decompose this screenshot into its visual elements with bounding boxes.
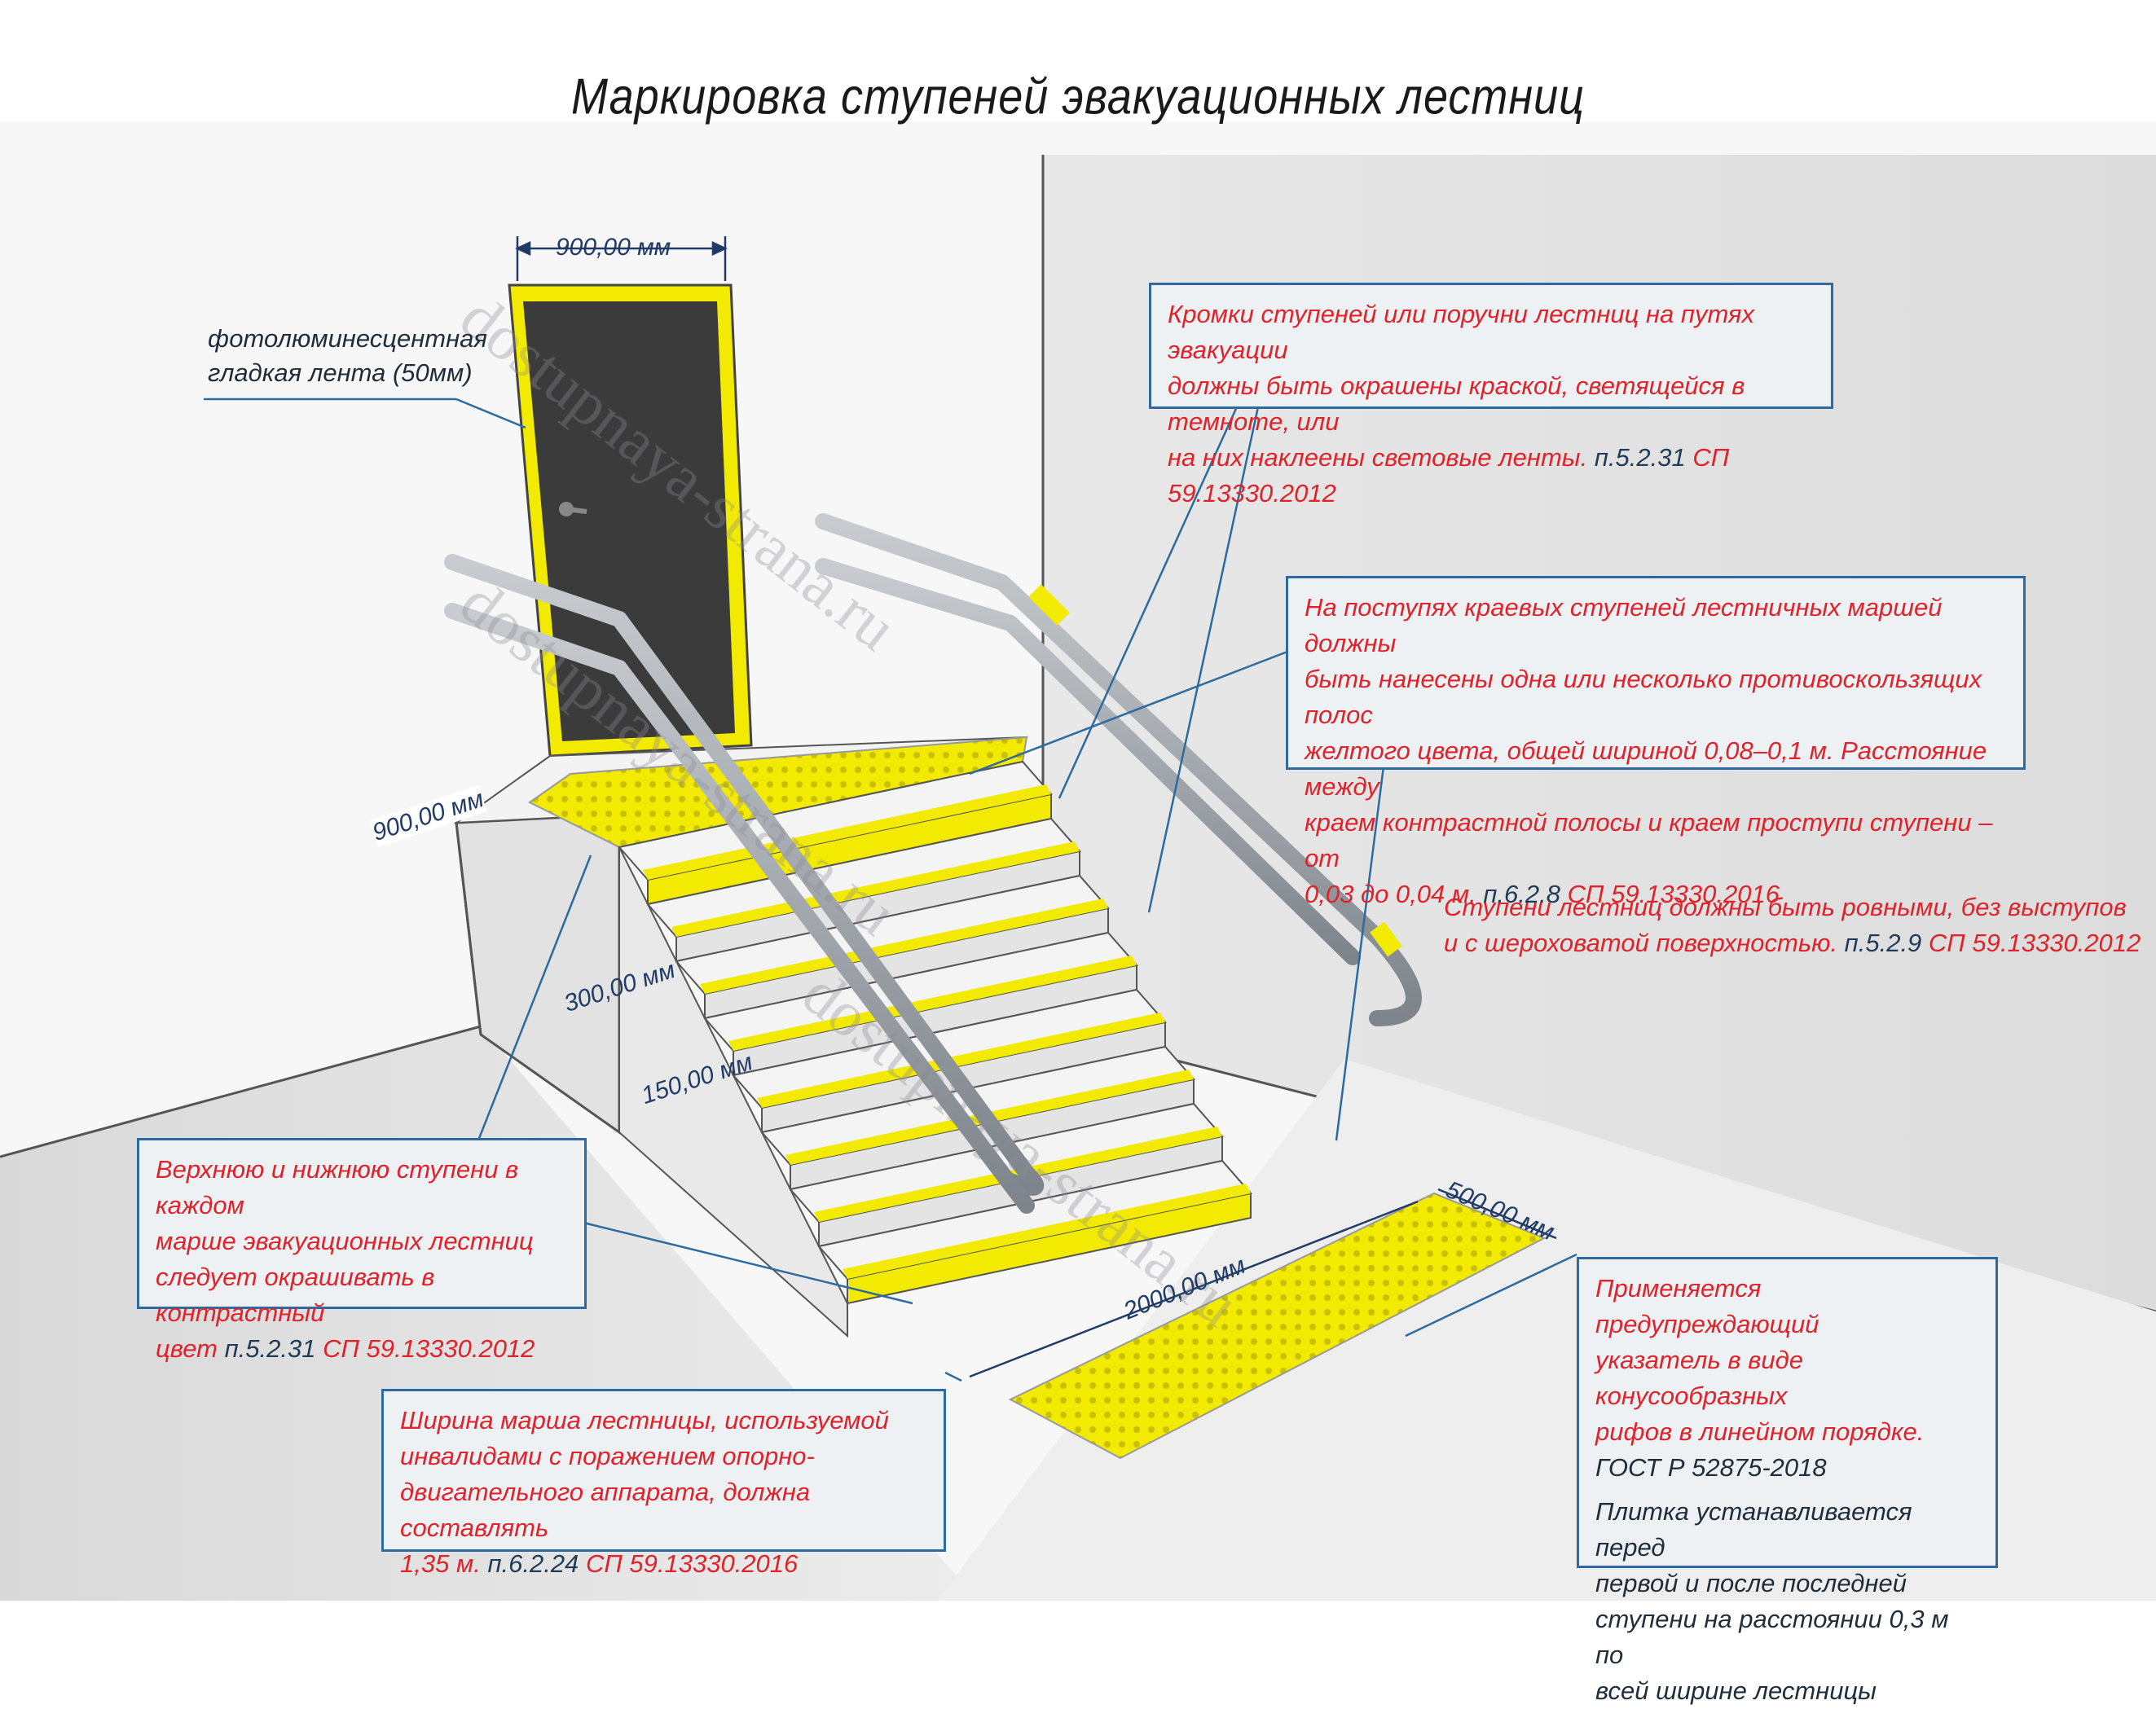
note-line: первой и после последней: [1595, 1569, 1907, 1597]
nosing-stripe: [757, 1013, 1165, 1108]
note-stripes: На поступях краевых ступеней лестничных …: [1286, 576, 2026, 908]
left-floor-edge: [0, 1025, 482, 1158]
note-line: желтого цвета, общей шириной 0,08–0,1 м.…: [1305, 736, 1987, 801]
note-line: следует окрашивать в контрастный: [156, 1263, 435, 1327]
note-line: цвет п.5.2.31 СП 59.13330.2012: [156, 1334, 535, 1363]
photoluminescent-label: фотолюминесцентная гладкая лента (50мм): [208, 322, 487, 390]
note-edges: Кромки ступеней или поручни лестниц на п…: [1149, 283, 1833, 507]
label-line: фотолюминесцентная: [208, 324, 487, 353]
note-line: ступени на расстоянии 0,3 м по: [1595, 1605, 1949, 1669]
nosing-stripe: [728, 956, 1137, 1051]
note-line: На поступях краевых ступеней лестничных …: [1305, 593, 1943, 657]
note-line: и с шероховатой поверхностью. п.5.2.9 СП…: [1444, 929, 2141, 957]
note-top-bottom-steps: Верхнюю и нижнюю ступени в каждом марше …: [137, 1138, 587, 1363]
note-line: Ширина марша лестницы, используемой: [400, 1406, 889, 1434]
note-line: рифов в линейном порядке.: [1595, 1417, 1925, 1446]
note-line: 0,03 до 0,04 м. п.6.2.8 СП 59.13330.2016: [1305, 880, 1780, 908]
note-line: инвалидами с поражением опорно-: [400, 1442, 815, 1470]
note-line: Верхнюю и нижнюю ступени в каждом: [156, 1155, 519, 1219]
note-line: Применяется предупреждающий: [1595, 1274, 1819, 1338]
handrail-marker-bottom: [1370, 921, 1402, 957]
handrail-marker-top: [1028, 584, 1070, 626]
note-line: быть нанесены одна или несколько противо…: [1305, 665, 1982, 729]
leader-lines: [204, 398, 1577, 1382]
note-even-steps: Ступени лестниц должны быть ровными, без…: [1444, 890, 2141, 961]
label-line: гладкая лента (50мм): [208, 358, 473, 387]
landing-front-edge: [455, 822, 482, 1035]
dim-door-width: 900,00 мм: [556, 234, 671, 261]
dimension-lines: [515, 236, 1557, 1378]
nosing-stripe: [671, 841, 1080, 937]
note-line: Плитка устанавливается перед: [1595, 1497, 1912, 1562]
note-line: марше эвакуационных лестниц: [156, 1227, 534, 1255]
left-handrail: [444, 554, 1045, 1311]
note-line: указатель в виде конусообразных: [1595, 1346, 1804, 1410]
note-line: краем контрастной полосы и краем проступ…: [1305, 808, 1993, 872]
note-line: двигательного аппарата, должна составлят…: [400, 1478, 811, 1542]
note-line: всей ширине лестницы: [1595, 1676, 1877, 1705]
flight-side-wall: [618, 846, 848, 1338]
stair-steps: [618, 760, 1252, 1338]
nosing-stripe: [843, 1184, 1251, 1279]
bottom-tactile-tile: [1008, 1192, 1547, 1460]
note-line: Ступени лестниц должны быть ровными, без…: [1444, 893, 2127, 921]
note-line: Кромки ступеней или поручни лестниц на п…: [1168, 300, 1754, 364]
note-line: 1,35 м. п.6.2.24 СП 59.13330.2016: [400, 1549, 799, 1578]
note-tactile-indicator: Применяется предупреждающий указатель в …: [1577, 1257, 1998, 1705]
page-title: Маркировка ступеней эвакуационных лестни…: [570, 68, 1585, 125]
door-leaf: [523, 301, 735, 741]
note-line: на них наклеены световые ленты. п.5.2.31…: [1168, 443, 1730, 507]
nosing-stripe: [643, 784, 1051, 880]
note-line: должны быть окрашены краской, светящейся…: [1168, 371, 1745, 436]
nosing-stripe: [700, 898, 1108, 994]
note-line: ГОСТ Р 52875-2018: [1595, 1453, 1827, 1482]
note-march-width: Ширина марша лестницы, используемой инва…: [381, 1389, 946, 1578]
